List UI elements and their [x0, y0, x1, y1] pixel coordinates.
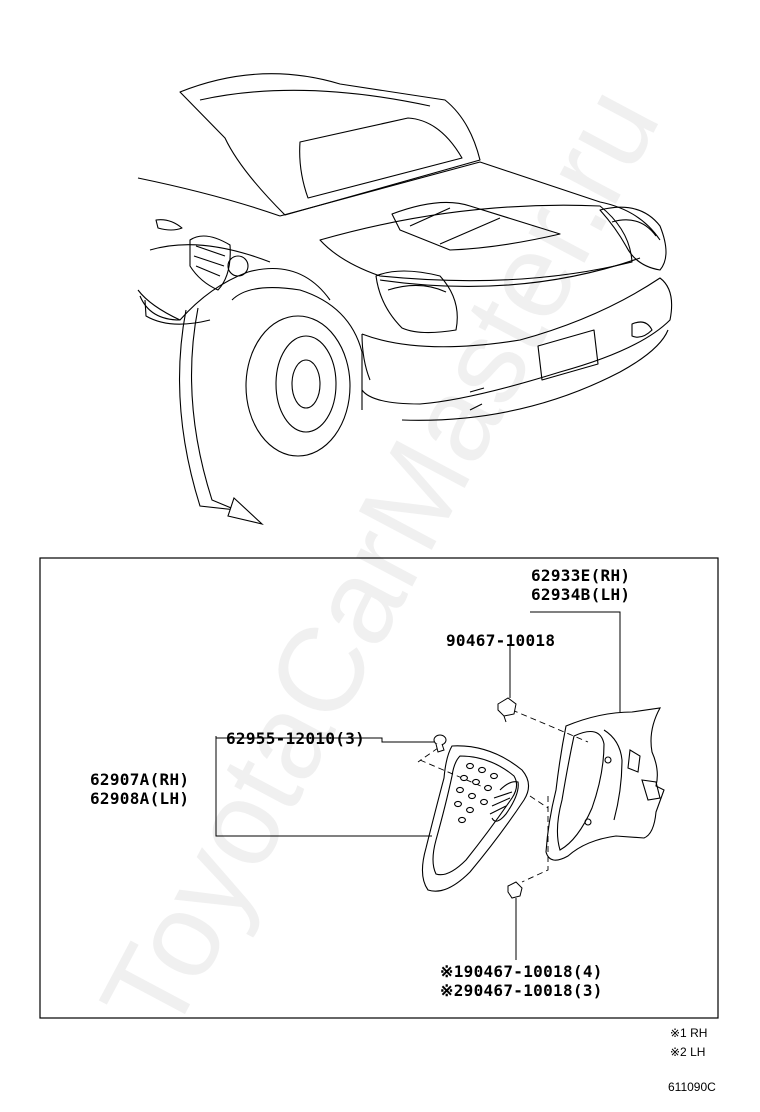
car-illustration — [137, 73, 673, 457]
detail-frame — [39, 557, 719, 1019]
part-label-clip-bottom-2: ※290467-10018(3) — [440, 981, 603, 1000]
part-label-clip-bottom-1: ※190467-10018(4) — [440, 962, 603, 981]
legend-note-lh: ※2 LH — [670, 1045, 706, 1059]
detail-arrow — [179, 307, 264, 526]
back-panel-part — [545, 707, 665, 861]
part-label-clip-top: 90467-10018 — [446, 631, 556, 650]
part-label-grille-lh: 62908A(LH) — [90, 789, 190, 808]
clip-top-part — [497, 697, 517, 723]
diagram-code: 611090C — [668, 1080, 716, 1094]
part-label-panel-lh: 62934B(LH) — [531, 585, 631, 604]
part-label-grille-rh: 62907A(RH) — [90, 770, 190, 789]
legend-note-rh: ※1 RH — [670, 1026, 708, 1040]
leader-lines — [215, 611, 621, 960]
screw-part — [433, 734, 447, 753]
clip-bottom-part — [507, 881, 523, 899]
side-grille-part — [421, 745, 530, 892]
part-label-screw: 62955-12010(3) — [226, 729, 366, 748]
part-label-panel-rh: 62933E(RH) — [531, 566, 631, 585]
dashed-lines — [417, 709, 589, 883]
